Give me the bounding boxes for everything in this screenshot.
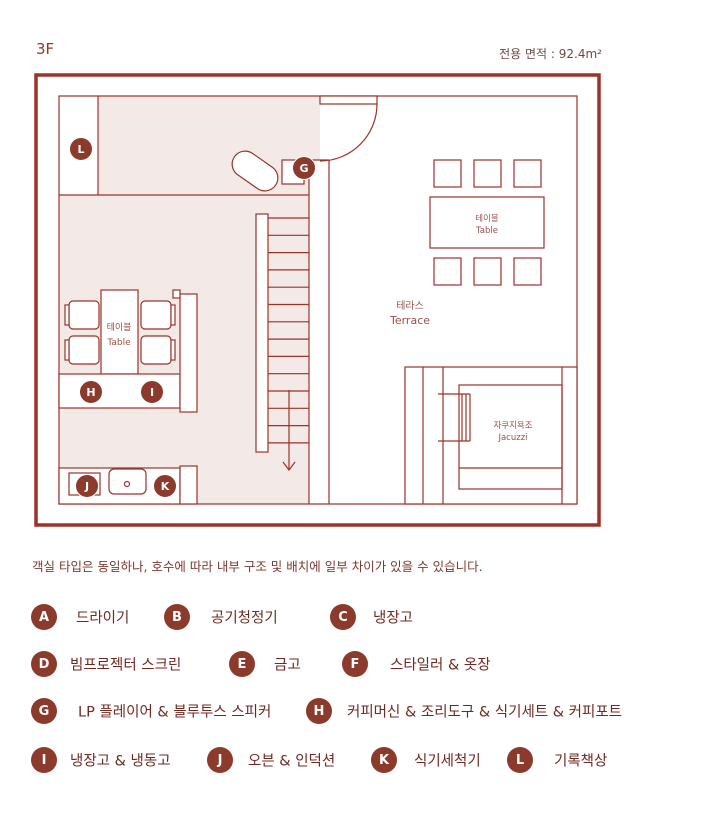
marker-l: L (69, 137, 93, 161)
lounge-chair (231, 150, 279, 192)
floor-label: 3F (36, 40, 55, 58)
terrace-ko: 테라스 (396, 300, 424, 312)
legend-label-h: 커피머신 & 조리도구 & 식기세트 & 커피포트 (347, 704, 623, 721)
marker-g: G (292, 156, 316, 180)
legend-badge-b: B (164, 604, 190, 630)
legend-badge-d: D (31, 651, 57, 677)
disclaimer-note: 객실 타입은 동일하나, 호수에 따라 내부 구조 및 배치에 일부 차이가 있… (32, 559, 483, 574)
floor-plan: 테이블 Table 테이블 Table 테라스 Terrace 자쿠지욕조 Ja… (34, 73, 601, 527)
door (319, 95, 378, 105)
jacuzzi-ko: 자쿠지욕조 (493, 421, 532, 431)
legend-badge-a: A (31, 604, 57, 630)
marker-i: I (140, 380, 164, 404)
table-right-en: Table (475, 226, 498, 236)
legend-label-i: 냉장고 & 냉동고 (70, 753, 171, 770)
jacuzzi (458, 384, 563, 490)
legend-badge-h: H (306, 698, 332, 724)
table-right-ko: 테이블 (475, 213, 499, 224)
outer-wall (34, 73, 601, 527)
table-left-ko: 테이블 (107, 322, 132, 333)
legend-badge-j: J (207, 747, 233, 773)
table-right (429, 196, 545, 249)
stairs (268, 217, 309, 444)
legend-badge-k: K (371, 747, 397, 773)
terrace-en: Terrace (389, 314, 430, 327)
legend-label-l: 기록책상 (554, 753, 608, 770)
legend-label-b: 공기청정기 (211, 610, 278, 627)
marker-k: K (153, 474, 177, 498)
legend-badge-i: I (31, 747, 57, 773)
jacuzzi-en: Jacuzzi (497, 433, 527, 443)
stair-rail (255, 213, 269, 453)
tall-cabinet (179, 293, 198, 413)
legend-label-g: LP 플레이어 & 블루투스 스피커 (78, 704, 272, 721)
legend-label-a: 드라이기 (76, 610, 130, 627)
legend-label-d: 빔프로젝터 스크린 (70, 657, 182, 674)
legend-label-k: 식기세척기 (414, 753, 481, 770)
legend-badge-l: L (507, 747, 533, 773)
marker-h: H (79, 380, 103, 404)
table-left-en: Table (106, 338, 131, 348)
legend-label-j: 오븐 & 인덕션 (248, 753, 336, 770)
inner-wall (58, 95, 578, 505)
table-left (100, 289, 139, 375)
legend-label-e: 금고 (274, 657, 301, 674)
legend-label-c: 냉장고 (373, 610, 414, 627)
marker-j: J (75, 474, 99, 498)
legend-badge-c: C (330, 604, 356, 630)
jacuzzi-deck (404, 366, 578, 505)
legend-badge-f: F (342, 651, 368, 677)
legend-label-f: 스타일러 & 옷장 (390, 657, 491, 674)
area-label: 전용 면적 : 92.4m² (499, 47, 602, 61)
door-swing (319, 103, 378, 162)
legend-badge-e: E (229, 651, 255, 677)
legend-badge-g: G (31, 698, 57, 724)
